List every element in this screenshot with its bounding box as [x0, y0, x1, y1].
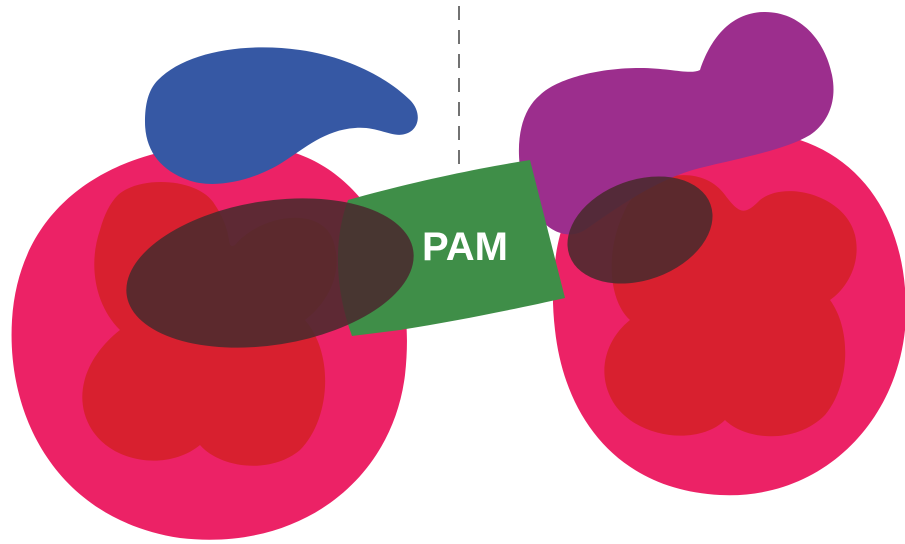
- pam-label: PAM: [422, 225, 508, 269]
- purple-subunit: [518, 12, 834, 235]
- blue-subunit: [145, 47, 418, 184]
- right-dark-ellipse: [567, 176, 713, 284]
- left-dark-ellipse: [126, 198, 414, 348]
